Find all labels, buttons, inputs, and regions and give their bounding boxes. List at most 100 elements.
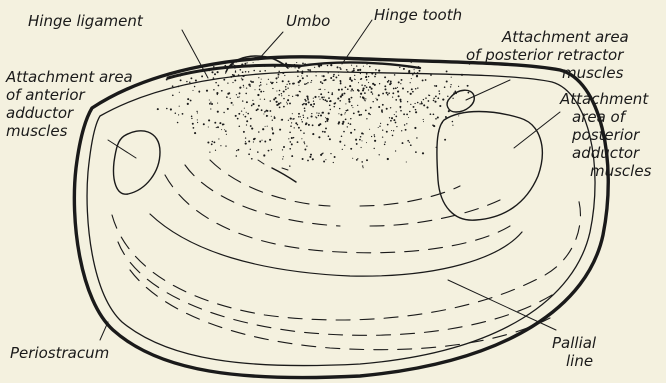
stipple-dot — [319, 99, 320, 100]
stipple-dot — [371, 136, 372, 137]
label-posterior-retractor-1: Attachment area — [501, 28, 629, 46]
stipple-dot — [451, 77, 452, 78]
stipple-dot — [430, 74, 432, 76]
stipple-dot — [235, 62, 236, 63]
stipple-dot — [230, 98, 231, 99]
stipple-dot — [394, 74, 396, 76]
stipple-dot — [297, 94, 299, 96]
stipple-dot — [353, 69, 355, 71]
stipple-dot — [386, 131, 388, 133]
stipple-dot — [360, 136, 362, 138]
stipple-dot — [236, 94, 237, 95]
stipple-dot — [435, 85, 437, 87]
stipple-dot — [304, 110, 306, 112]
stipple-dot — [257, 151, 259, 153]
label-pallial-line-2: line — [566, 352, 593, 370]
stipple-dot — [285, 62, 287, 64]
stipple-dot — [322, 131, 324, 133]
stipple-dot — [231, 65, 233, 67]
stipple-dot — [350, 90, 351, 91]
stipple-dot — [295, 67, 296, 68]
stipple-dot — [289, 83, 291, 85]
stipple-dot — [399, 106, 401, 108]
stipple-dot — [390, 81, 392, 83]
stipple-dot — [379, 125, 380, 126]
stipple-dot — [197, 119, 198, 120]
stipple-dot — [361, 132, 363, 134]
stipple-dot — [278, 74, 280, 76]
stipple-dot — [408, 117, 409, 118]
stipple-dot — [197, 122, 198, 123]
stipple-dot — [325, 159, 326, 160]
stipple-dot — [414, 103, 415, 104]
stipple-dot — [347, 88, 349, 90]
stipple-dot — [287, 84, 288, 85]
stipple-dot — [242, 100, 243, 101]
label-posterior-adductor-1: Attachment — [559, 90, 649, 108]
stipple-dot — [297, 124, 299, 126]
stipple-dot — [353, 68, 355, 70]
stipple-dot — [409, 142, 410, 143]
stipple-dot — [291, 66, 292, 67]
stipple-dot — [305, 123, 307, 125]
stipple-dot — [214, 122, 216, 124]
stipple-dot — [267, 126, 268, 127]
stipple-dot — [423, 121, 424, 122]
stipple-dot — [306, 145, 307, 146]
stipple-dot — [467, 85, 469, 87]
stipple-dot — [351, 88, 353, 90]
shell-outer-outline — [74, 57, 608, 378]
stipple-dot — [213, 89, 215, 91]
stipple-dot — [322, 152, 323, 153]
stipple-dot — [263, 154, 265, 156]
stipple-dot — [226, 134, 227, 135]
stipple-dot — [230, 76, 232, 78]
stipple-dot — [282, 158, 283, 159]
stipple-dot — [261, 79, 262, 80]
stipple-dot — [252, 81, 254, 83]
stipple-dot — [225, 65, 227, 67]
stipple-dot — [406, 123, 407, 124]
stipple-dot — [338, 113, 339, 114]
stipple-dot — [215, 150, 216, 151]
stipple-dot — [385, 141, 386, 142]
stipple-dot — [314, 67, 315, 68]
stipple-dot — [461, 74, 463, 76]
stipple-dot — [320, 81, 322, 83]
stipple-dot — [399, 67, 400, 68]
label-periostracum: Periostracum — [10, 344, 109, 362]
stipple-dot — [318, 115, 320, 117]
stipple-dot — [245, 141, 246, 142]
stipple-dot — [371, 88, 373, 90]
stipple-dot — [207, 141, 209, 143]
stipple-dot — [382, 93, 384, 95]
stipple-dot — [356, 143, 358, 145]
stipple-dot — [217, 103, 218, 104]
stipple-dot — [439, 93, 441, 95]
stipple-dot — [370, 107, 372, 109]
stipple-dot — [244, 108, 245, 109]
stipple-dot — [393, 130, 394, 131]
stipple-dot — [395, 116, 397, 118]
stipple-dot — [304, 83, 306, 85]
stipple-dot — [311, 80, 312, 81]
stipple-dot — [178, 114, 179, 115]
stipple-dot — [369, 129, 370, 130]
stipple-dot — [301, 72, 303, 74]
stipple-dot — [234, 67, 236, 69]
stipple-dot — [354, 75, 355, 76]
stipple-dot — [217, 71, 219, 73]
stipple-dot — [283, 90, 285, 92]
stipple-dot — [250, 118, 252, 120]
stipple-dot — [438, 90, 439, 91]
stipple-dot — [346, 69, 348, 71]
stipple-dot — [272, 88, 273, 89]
stipple-dot — [386, 92, 388, 94]
stipple-dot — [214, 73, 216, 75]
stipple-dot — [345, 119, 347, 121]
stipple-dot — [392, 97, 393, 98]
stipple-dot — [349, 78, 351, 80]
stipple-dot — [417, 102, 419, 104]
stipple-dot — [298, 67, 300, 69]
stipple-dot — [283, 146, 285, 148]
